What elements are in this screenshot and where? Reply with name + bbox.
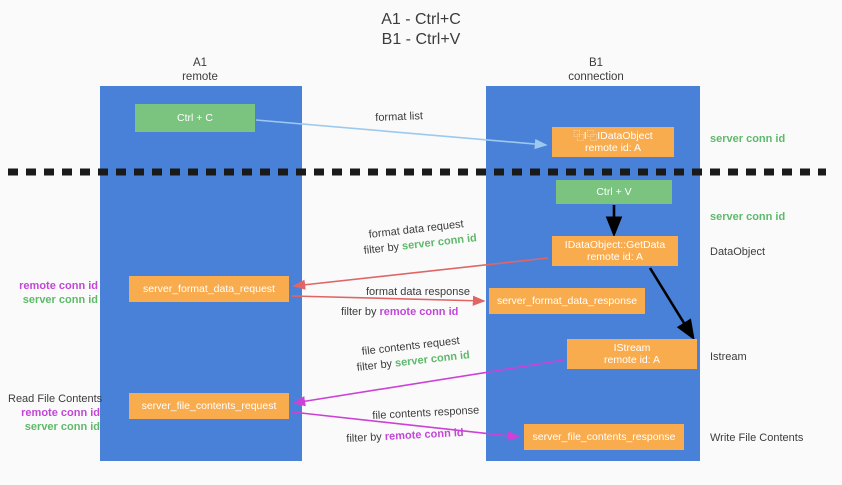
label-read-file-contents: Read File Contents	[8, 393, 103, 405]
box-ole-get-idataobject-text: ⿻I⿻IDataObject remote id: A	[573, 130, 652, 155]
column-a1-role: remote	[182, 71, 218, 83]
box-ole-get-idataobject-line1: ⿻I⿻IDataObject	[573, 129, 653, 142]
box-idataobject-getdata-text: IDataObject::GetData remote id: A	[565, 239, 665, 264]
label-server-conn-id-top: server conn id	[710, 133, 786, 145]
box-ole-get-idataobject-line2: remote id: A	[584, 142, 642, 154]
box-server-file-contents-response-label: server_file_contents_response	[532, 430, 676, 443]
box-istream[interactable]: IStream remote id: A	[567, 339, 697, 369]
column-header-b1: B1 connection	[526, 56, 666, 84]
box-server-format-data-request[interactable]: server_format_data_request	[129, 276, 289, 302]
label-server-conn-id-left-1: server conn id	[22, 294, 98, 306]
box-server-file-contents-request-label: server_file_contents_request	[141, 399, 277, 412]
box-ctrl-c-label: Ctrl + C	[177, 111, 213, 124]
title-line-1: A1 - Ctrl+C	[381, 11, 461, 28]
label-istream: Istream	[710, 351, 747, 363]
label-fdresp-filter-value: remote conn id	[379, 306, 459, 318]
column-b1-role: connection	[568, 71, 624, 83]
label-fcresp-filter-prefix: filter by	[346, 430, 386, 445]
box-server-format-data-response-label: server_format_data_response	[496, 294, 638, 307]
label-fcreq-filter-prefix: filter by	[356, 357, 396, 374]
label-server-conn-id-mid: server conn id	[710, 211, 786, 223]
box-server-format-data-response[interactable]: server_format_data_response	[489, 288, 645, 314]
box-istream-line1: IStream	[613, 341, 651, 354]
box-idataobject-getdata-line1: IDataObject::GetData	[564, 238, 666, 251]
box-server-format-data-request-label: server_format_data_request	[143, 282, 275, 295]
label-remote-conn-id-1: remote conn id	[19, 280, 98, 292]
label-remote-conn-id-2: remote conn id	[21, 407, 100, 419]
column-b1-name: B1	[588, 57, 604, 69]
label-fdresp-filter-prefix: filter by	[341, 306, 380, 318]
box-istream-text: IStream remote id: A	[604, 342, 660, 367]
box-idataobject-getdata[interactable]: IDataObject::GetData remote id: A	[552, 236, 678, 266]
box-ctrl-v-label: Ctrl + V	[596, 185, 632, 198]
box-server-file-contents-response[interactable]: server_file_contents_response	[524, 424, 684, 450]
column-a1-name: A1	[192, 57, 208, 69]
label-file-contents-response-filter: filter by remote conn id	[346, 426, 464, 446]
label-format-data-response: format data response	[366, 286, 470, 298]
label-fdreq-filter-prefix: filter by	[363, 240, 403, 257]
label-format-data-response-filter: filter by remote conn id	[341, 305, 458, 319]
box-ole-get-idataobject[interactable]: ⿻I⿻IDataObject remote id: A	[552, 127, 674, 157]
box-ctrl-c[interactable]: Ctrl + C	[135, 104, 255, 132]
column-header-a1: A1 remote	[120, 56, 280, 84]
label-write-file-contents: Write File Contents	[710, 432, 804, 444]
box-ctrl-v[interactable]: Ctrl + V	[556, 180, 672, 204]
box-server-file-contents-request[interactable]: server_file_contents_request	[129, 393, 289, 419]
box-istream-line2: remote id: A	[603, 354, 661, 366]
label-server-conn-id-left-2: server conn id	[24, 421, 100, 433]
page-title: A1 - Ctrl+C B1 - Ctrl+V	[0, 10, 842, 50]
box-idataobject-getdata-line2: remote id: A	[586, 251, 643, 263]
label-format-list: format list	[375, 110, 424, 124]
label-left-read-file-contents: Read File Contents remote conn id server…	[8, 392, 103, 434]
label-left-conn-ids-format: remote conn id server conn id	[8, 279, 98, 307]
label-dataobject: DataObject	[710, 246, 766, 258]
label-file-contents-response: file contents response	[372, 404, 480, 422]
label-fcresp-filter-value: remote conn id	[384, 426, 464, 443]
title-line-2: B1 - Ctrl+V	[381, 31, 461, 48]
